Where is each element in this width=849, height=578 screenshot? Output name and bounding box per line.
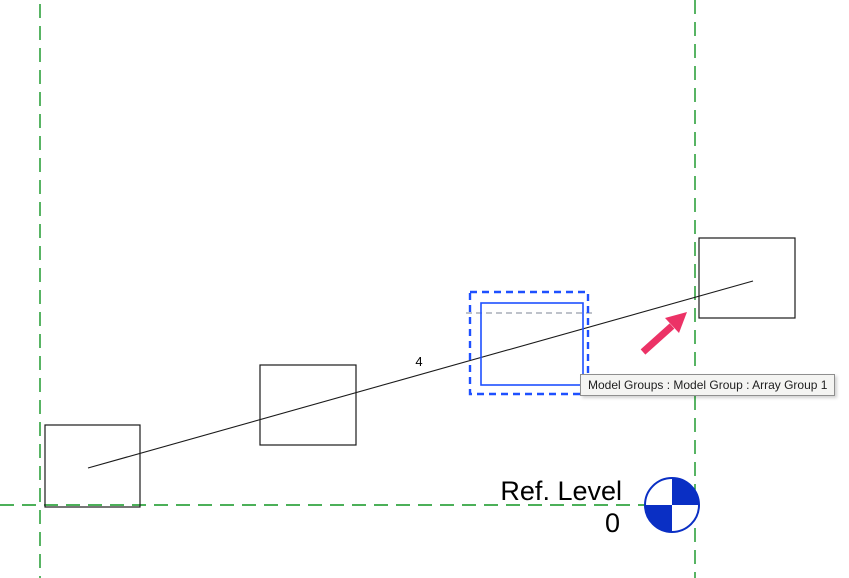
- pointer-arrow-head: [665, 312, 687, 333]
- model-group-4[interactable]: [698, 237, 796, 319]
- model-group-2[interactable]: [259, 364, 357, 446]
- model-group-1[interactable]: [44, 424, 141, 508]
- tooltip-text: Model Groups : Model Group : Array Group…: [588, 378, 828, 392]
- tooltip: Model Groups : Model Group : Array Group…: [580, 374, 836, 396]
- array-path-line[interactable]: [87, 280, 754, 469]
- level-name-label[interactable]: Ref. Level: [500, 476, 622, 506]
- pointer-arrow-shaft: [640, 323, 675, 355]
- selection-boundary-box[interactable]: [468, 290, 590, 396]
- model-group-3-selected[interactable]: [480, 302, 584, 386]
- level-head-quadrant-sw: [645, 505, 672, 532]
- level-elevation-label[interactable]: 0: [605, 508, 620, 538]
- level-head-quadrant-ne: [672, 478, 699, 505]
- array-count-label[interactable]: 4: [415, 354, 422, 369]
- pointer-arrow-icon: [640, 312, 687, 355]
- level-head-icon[interactable]: [644, 477, 700, 533]
